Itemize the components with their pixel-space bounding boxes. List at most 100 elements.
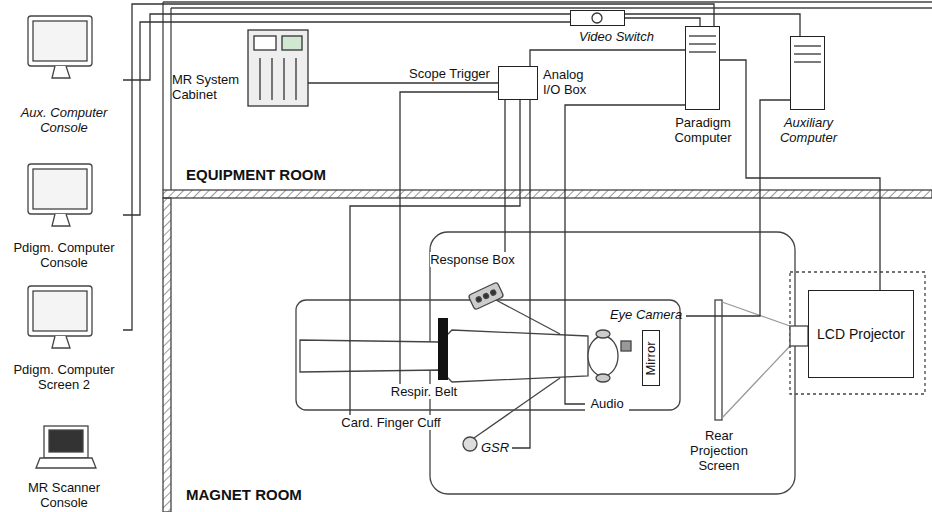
person-arm [474, 378, 560, 438]
crt-console [44, 426, 88, 458]
node-label: MR System Cabinet [172, 72, 244, 102]
cable [530, 50, 685, 66]
switch-box: Video Switch [570, 10, 625, 26]
node-label: Respir. Belt [384, 384, 464, 399]
node-label: Eye Camera [606, 307, 686, 322]
projection-screen [715, 300, 722, 420]
cable [720, 60, 880, 290]
cable [123, 4, 714, 330]
cable [625, 18, 700, 26]
node-label: GSR [478, 440, 512, 455]
tower-bay [794, 45, 821, 46]
tower-bay [794, 53, 821, 54]
cabinet-slot [259, 58, 260, 100]
hatched-wall [163, 198, 171, 512]
device-label: GSR [478, 440, 512, 456]
cabinet-panel [282, 36, 302, 50]
wall-line [171, 7, 932, 8]
scanner-and-subject [296, 232, 925, 494]
console-icon: Pdigm. Computer Console [5, 158, 123, 270]
mirror-box: Mirror [642, 330, 660, 386]
edge-label: Scope Trigger [407, 66, 492, 81]
node-label: Auxiliary Computer [766, 115, 851, 145]
computer-tower: Paradigm Computer [685, 26, 720, 110]
tower-bay [689, 51, 716, 52]
device-label: Card. Finger Cuff [336, 415, 446, 431]
cabinet-slot [295, 58, 296, 100]
tower-bay [689, 43, 716, 44]
monitor-screen [33, 291, 87, 331]
wall-line [170, 8, 171, 190]
node-label: Analog I/O Box [543, 67, 599, 97]
cable [350, 100, 520, 415]
tower-bay [689, 35, 716, 36]
cabinet-slot [271, 58, 272, 100]
crt-base [36, 458, 96, 468]
person-head [588, 336, 618, 376]
response-box: Response Box [430, 252, 515, 314]
cabinet: MR System Cabinet [172, 28, 308, 110]
room-region: EQUIPMENT ROOM MR System Cabinet Analog I/… [170, 6, 932, 190]
cabinet-slot [283, 58, 284, 100]
projector-lens [790, 326, 808, 346]
light-beam [722, 346, 790, 418]
cable [308, 82, 498, 83]
console-icon: Aux. Computer Console [5, 10, 123, 135]
node-label: Pdigm. Computer Console [11, 240, 117, 270]
node-label: Aux. Computer Console [11, 105, 117, 135]
cable [565, 105, 685, 404]
room-walls [163, 2, 932, 512]
tower-bay [794, 61, 821, 62]
node-label: LCD Projector [813, 326, 909, 343]
room-region: MAGNET ROOM Response BoxEye CameraMirrorA… [170, 198, 932, 512]
finger-cuff [463, 437, 477, 451]
node-label: MR Scanner Console [19, 480, 109, 510]
node-label: Mirror [644, 341, 659, 375]
switch-knob [592, 13, 602, 23]
respiration-belt [438, 318, 448, 380]
monitor [28, 16, 92, 66]
crt-screen [49, 430, 83, 452]
eye-camera [621, 341, 631, 351]
computer-tower: Auxiliary Computer [790, 36, 825, 110]
monitor-stand [52, 66, 70, 78]
projector-enclosure [790, 272, 925, 394]
node-label: Response Box [430, 252, 515, 267]
cable [504, 100, 505, 252]
monitor [28, 164, 92, 214]
device-label: Respir. Belt [384, 384, 464, 400]
response-pad [468, 282, 504, 310]
cabinet-panel [254, 36, 276, 50]
node-label: MAGNET ROOM [186, 486, 302, 504]
headphone [596, 374, 610, 382]
cable [400, 92, 498, 384]
console-icon: MR Scanner Console [5, 420, 123, 510]
cable [512, 100, 530, 448]
wall-line [163, 1, 932, 2]
cable [123, 14, 570, 80]
screen-label: Rear Projection Screen [676, 428, 762, 478]
wall-line [162, 2, 163, 190]
monitor-screen [33, 169, 87, 209]
node-label: Paradigm Computer [658, 115, 748, 145]
monitor-stand [52, 336, 70, 348]
device-label: Eye Camera [606, 306, 686, 324]
device-label: Audio [585, 396, 629, 412]
io-box: Analog I/O Box [498, 66, 538, 100]
node-label: Card. Finger Cuff [336, 415, 446, 430]
cable [123, 22, 570, 215]
light-beam [722, 302, 790, 326]
monitor [28, 286, 92, 336]
node-label: Rear Projection Screen [679, 428, 759, 473]
cabinet-body [248, 30, 308, 106]
monitor-screen [33, 21, 87, 61]
node-label: Pdigm. Computer Screen 2 [11, 362, 117, 392]
hatched-wall [163, 190, 932, 198]
console-icon: Pdigm. Computer Screen 2 [5, 280, 123, 392]
headphone [596, 330, 610, 338]
monitor-stand [52, 214, 70, 226]
node-label: EQUIPMENT ROOM [186, 166, 326, 184]
projector-box: LCD Projector [808, 290, 914, 378]
node-label: Audio [585, 396, 629, 411]
